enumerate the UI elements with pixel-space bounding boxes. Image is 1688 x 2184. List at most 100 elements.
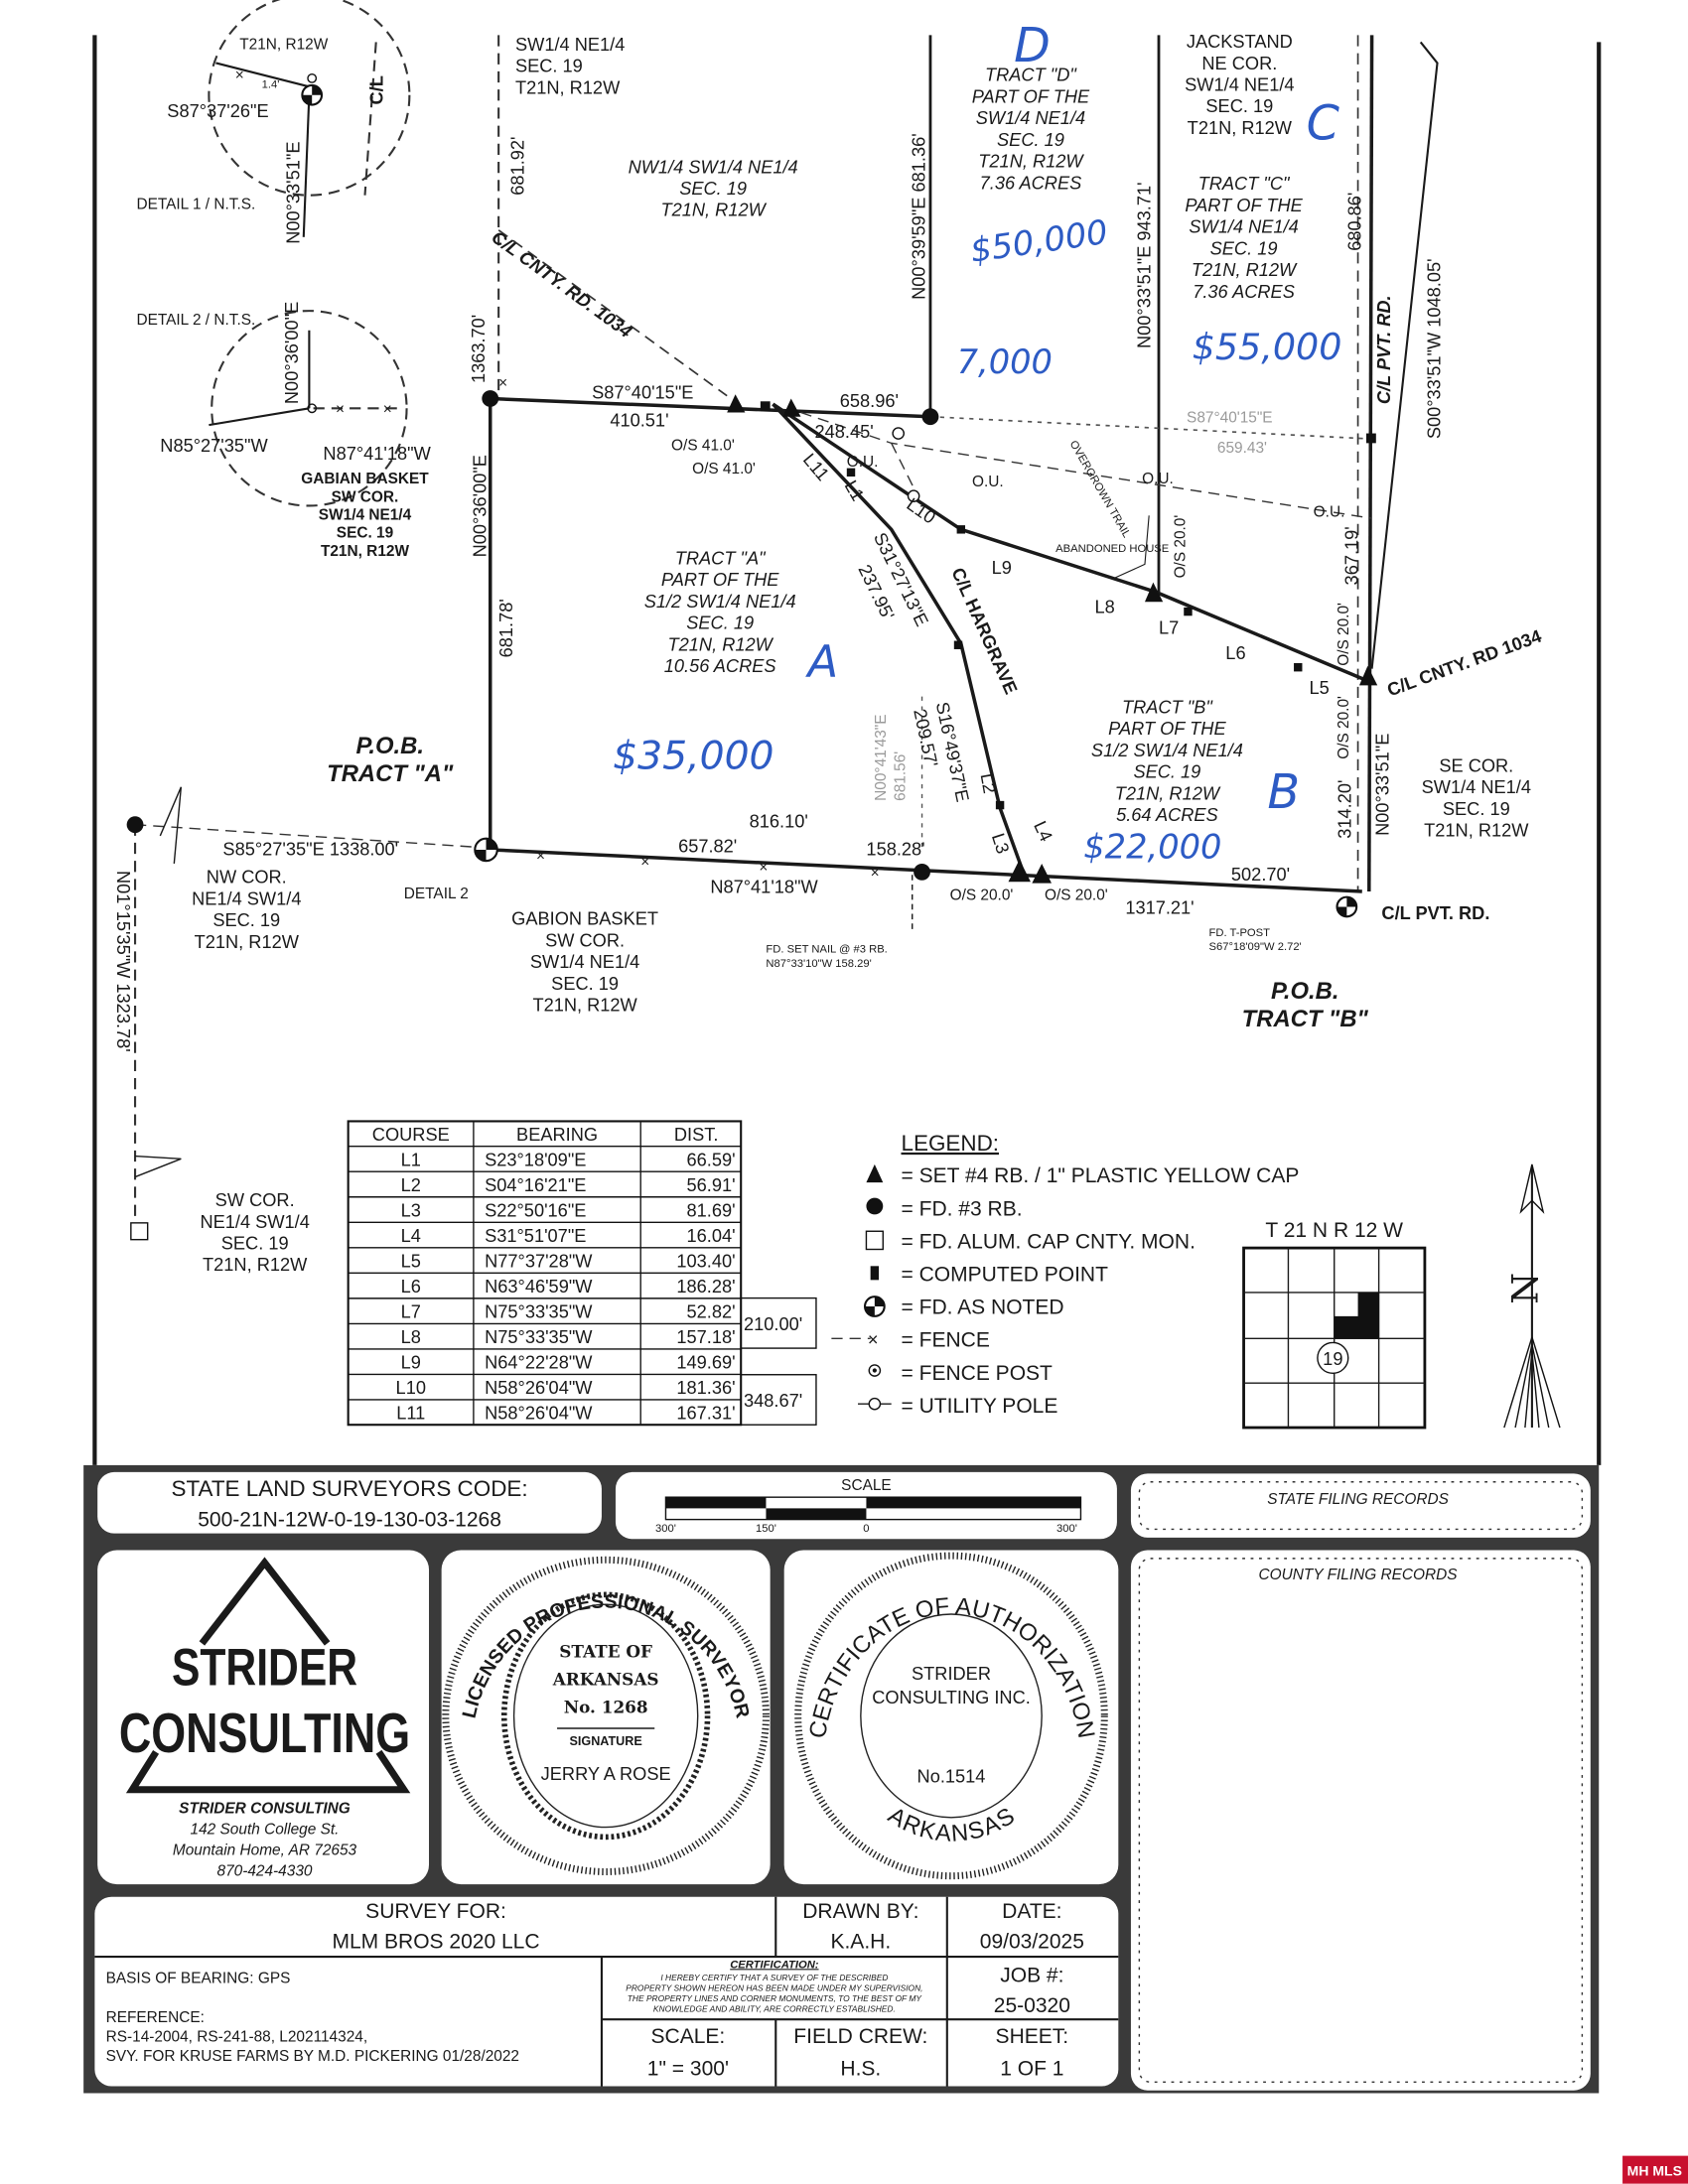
label-line: PART OF THE [972,85,1090,106]
found-rebar-icon [482,390,499,407]
township-label: T 21 N R 12 W [1265,1219,1403,1242]
label-line: S1/2 SW1/4 NE1/4 [1091,740,1243,760]
label-line: SW1/4 NE1/4 [515,34,625,55]
dim: S87°40'15"E [1187,409,1273,426]
dim: 410.51' [610,410,668,431]
handwritten-price-d: $50,000 [968,212,1110,270]
table-cell-dist: 149.69' [676,1352,735,1373]
dim: S00°33'51"W 1048.05' [1423,258,1444,439]
computed-point-icon [1365,433,1376,444]
label-line: 10.56 ACRES [664,655,776,676]
sheet-label: SHEET: [996,2025,1069,2048]
label-line: PART OF THE [1108,718,1226,739]
dim: DETAIL 2 [404,886,469,902]
reference-line1: RS-14-2004, RS-241-88, L202114324, [106,2029,368,2046]
label-line: T21N, R12W [1188,117,1293,138]
table-cell-course: L10 [396,1377,426,1398]
label-line: S67°18'09"W 2.72' [1208,941,1301,953]
table-cell-bearing: S31°51'07"E [485,1225,586,1246]
alum-cap-icon [130,1222,149,1241]
scale-tick: 150' [756,1523,776,1535]
label-line: SEC. 19 [1133,761,1200,782]
county-filing-label: COUNTY FILING RECORDS [1259,1567,1459,1583]
set-rebar-icon [1144,582,1164,603]
label-line: T21N, R12W [195,931,300,952]
computed-point-icon [760,401,771,412]
handwritten-d: D [1014,19,1051,73]
legend-item-label: = FENCE POST [902,1362,1054,1385]
label-line: SEC. 19 [1443,798,1510,819]
cert-text: I HEREBY CERTIFY THAT A SURVEY OF THE DE… [626,1973,922,2014]
computed-point-icon [953,640,963,649]
label-line: SEC. 19 [686,613,754,633]
date-value: 09/03/2025 [980,1931,1084,1954]
scale-tick: 300' [1056,1523,1077,1535]
label-line: SW COR. [545,929,625,950]
detail2-title: DETAIL 2 / N.T.S. [136,312,255,329]
table-cell-bearing: N75°33'35"W [485,1301,593,1322]
utility-pole-icon [868,1397,882,1411]
legend-item-label: = FD. #3 RB. [902,1197,1023,1220]
dim: 1363.70' [468,315,489,383]
table-cell-dist: 66.59' [687,1149,736,1169]
detail-2: × × DETAIL 2 / N.T.S. N00°36'00"E N85°27… [136,302,431,560]
fence-x-icon: × [536,848,545,865]
dim: 367.19' [1341,526,1362,585]
label-line: THE PROPERTY LINES AND CORNER MONUMENTS,… [628,1993,923,2003]
mls-watermark-text: MH MLS [1627,2162,1682,2178]
scale-tick: 300' [655,1523,676,1535]
handwritten-price-c: $55,000 [1193,326,1342,368]
table-cell-bearing: N63°46'59"W [485,1276,593,1297]
set-rebar-icon [1358,665,1378,686]
table-header-dist: DIST. [674,1124,719,1145]
label-line: 5.64 ACRES [1116,804,1218,825]
label-line: TRACT "B" [1242,1006,1369,1032]
dim: L8 [1094,596,1114,616]
set-rebar-icon [1008,859,1031,883]
label-line: SEC. 19 [337,525,393,542]
label-line: FD. T-POST [1208,927,1270,939]
fence-x-icon: × [383,401,392,418]
company-name: STRIDER CONSULTING [179,1801,351,1818]
label-line: JACKSTAND [1187,31,1293,52]
table-cell-bearing: S23°18'09"E [485,1149,586,1169]
label-line: T21N, R12W [515,76,621,97]
dim: N87°41'18"W [710,876,818,896]
label-line: SW1/4 NE1/4 [1189,216,1298,237]
legend-item-label: = FD. ALUM. CAP CNTY. MON. [902,1230,1196,1253]
dim: 158.28' [866,839,924,860]
label-line: N87°33'10"W 158.29' [766,958,871,970]
field-crew-label: FIELD CREW: [793,2025,927,2048]
table-cell-bearing: N64°22'28"W [485,1352,593,1373]
dim: 680.86' [1343,193,1364,251]
set-rebar-icon [727,394,746,413]
survey-for-value: MLM BROS 2020 LLC [332,1931,539,1954]
company-address1: 142 South College St. [191,1822,340,1839]
scale-tick: 0 [863,1523,869,1535]
label-line: SEC. 19 [221,1232,289,1253]
label-line: P.O.B. [356,733,424,759]
handwritten-a: A [805,635,839,688]
dim: 681.92' [506,136,527,195]
fence-x-icon: × [640,854,649,871]
map-frame [92,35,1602,1465]
label-line: 7.36 ACRES [1193,281,1295,302]
fence-x-icon: × [871,865,880,882]
table-cell-course: L4 [401,1225,421,1246]
label-line: SEC. 19 [551,973,619,994]
table-cell-dist: 103.40' [676,1250,735,1271]
set-rebar-icon [782,398,801,417]
scale-bar-title: SCALE [841,1477,892,1494]
label-line: SEC. 19 [997,129,1064,150]
road-cnty-rd-east: C/L CNTY. RD 1034 [1384,624,1545,700]
detail-1: × T21N, R12W 1.4' S87°37'26"E N00°33'51"… [136,0,411,244]
section-number: 19 [1323,1348,1342,1369]
